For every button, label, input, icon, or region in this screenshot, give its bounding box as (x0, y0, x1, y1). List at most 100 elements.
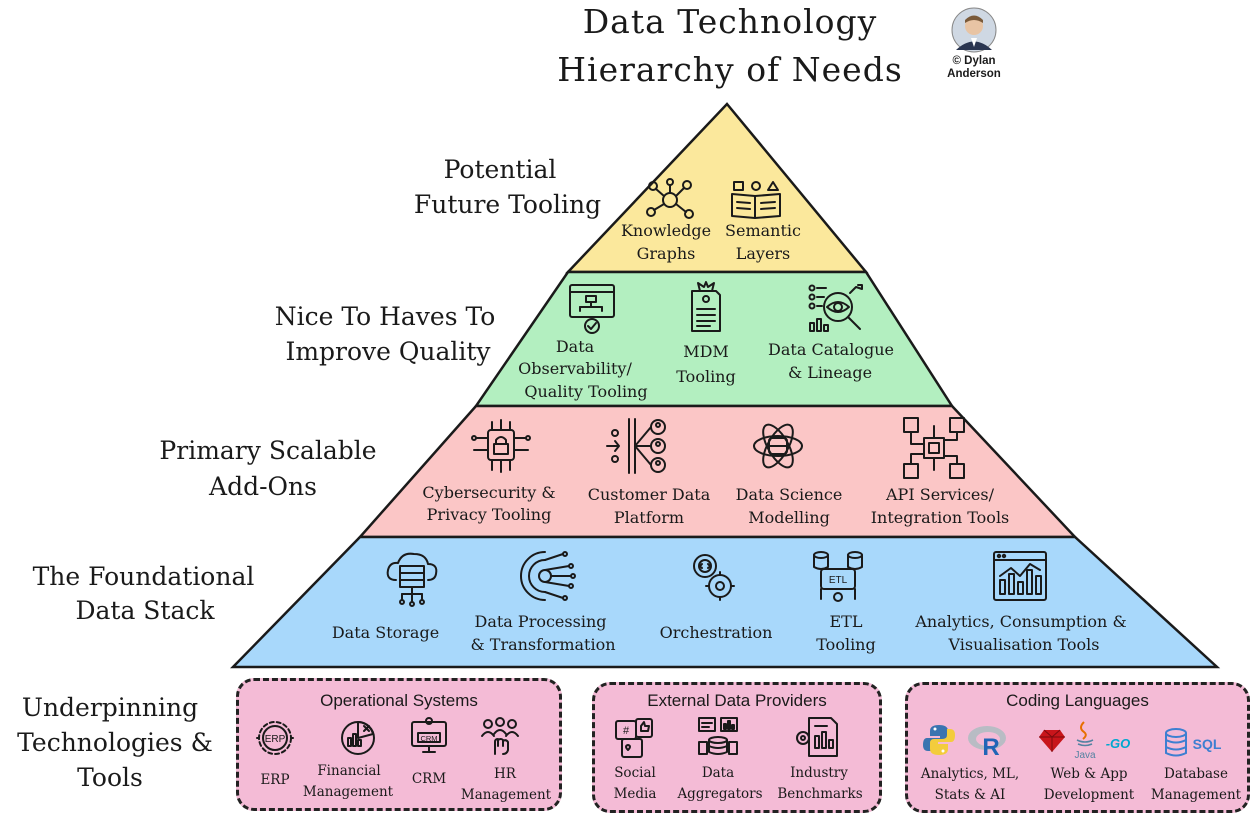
label-data-storage: Data Storage (331, 623, 440, 642)
label-data-science-1: Data Science (735, 485, 843, 504)
gears-code-icon (693, 554, 735, 601)
side-label-foundation-2: Data Stack (75, 596, 215, 625)
group-title-external: External Data Providers (647, 691, 827, 710)
label-mdm-2: Tooling (676, 367, 736, 386)
r-logo-icon: R (968, 726, 1006, 761)
label-observability-3: Quality Tooling (524, 382, 648, 401)
side-label-underpinning-1: Underpinning (21, 693, 199, 722)
chip-lock-icon (471, 419, 531, 473)
aggregator-icon (698, 717, 738, 755)
label-web-app-2: Development (1043, 787, 1135, 803)
label-social-2: Media (613, 786, 657, 802)
label-data-science-2: Modelling (748, 508, 830, 527)
side-label-underpinning-3: Tools (77, 763, 143, 792)
label-observability-1: Data (555, 337, 595, 356)
side-label-underpinning-2: Technologies & (17, 728, 213, 757)
label-aggregators-2: Aggregators (677, 786, 763, 802)
page-title-line1: Data Technology (582, 2, 878, 41)
label-api-2: Integration Tools (870, 508, 1010, 527)
label-etl-2: Tooling (816, 635, 876, 654)
label-semantic-layers-1: Semantic (725, 221, 801, 240)
finance-chart-icon (341, 721, 375, 755)
r-logo-letter: R (982, 734, 999, 761)
network-graph-icon (646, 178, 694, 219)
side-label-scalable-1: Primary Scalable (159, 436, 377, 465)
svg-text:ETL: ETL (829, 575, 848, 586)
author-line1: © Dylan (952, 55, 996, 67)
integration-nodes-icon (903, 417, 965, 479)
go-logo-text: -GO (1106, 736, 1131, 751)
label-cybersecurity-2: Privacy Tooling (426, 505, 552, 524)
label-analytics-ml-2: Stats & AI (934, 787, 1006, 803)
ruby-logo-icon (1039, 729, 1065, 752)
label-database-2: Management (1150, 787, 1242, 803)
band-foundation (230, 535, 1221, 669)
label-benchmarks-1: Industry (790, 765, 848, 781)
avatar (951, 7, 997, 53)
go-logo-icon: -GO (1106, 736, 1131, 751)
label-social-1: Social (614, 765, 656, 781)
group-title-coding: Coding Languages (1006, 691, 1149, 710)
label-hr-2: Management (460, 787, 552, 803)
side-label-future-1: Potential (443, 155, 557, 184)
side-label-quality-2: Improve Quality (285, 337, 491, 366)
side-label-scalable-2: Add-Ons (209, 472, 317, 501)
sql-logo-text: SQL (1193, 736, 1222, 752)
label-analytics-ml-1: Analytics, ML, (920, 766, 1020, 782)
benchmark-report-icon (796, 717, 838, 757)
group-coding-languages (905, 682, 1250, 813)
gear-circuit-icon (520, 551, 576, 601)
label-etl-1: ETL (829, 612, 863, 631)
label-hr-1: HR (494, 766, 516, 782)
python-logo-icon (923, 725, 955, 755)
atom-database-icon (753, 423, 803, 469)
label-web-app-1: Web & App (1050, 766, 1128, 782)
label-financial-2: Management (302, 784, 394, 800)
label-processing-2: & Transformation (470, 635, 616, 654)
group-title-operational: Operational Systems (320, 691, 478, 710)
label-cdp-2: Platform (613, 508, 685, 527)
svg-text:ERP: ERP (265, 734, 286, 745)
monitor-check-icon (569, 284, 615, 334)
java-logo-text: Java (1074, 750, 1096, 761)
label-knowledge-graphs-1: Knowledge (620, 221, 712, 240)
label-cdp-1: Customer Data (587, 485, 711, 504)
svg-text:#: # (623, 725, 630, 737)
label-crm: CRM (411, 771, 447, 787)
label-api-1: API Services/ (886, 485, 994, 504)
label-database-1: Database (1164, 766, 1228, 782)
label-orchestration: Orchestration (659, 623, 773, 642)
label-analytics-2: Visualisation Tools (948, 635, 1100, 654)
document-gear-icon (691, 281, 721, 332)
dashboard-chart-icon (993, 551, 1047, 601)
label-cybersecurity-1: Cybersecurity & (422, 483, 556, 502)
label-benchmarks-2: Benchmarks (777, 786, 863, 802)
side-label-foundation-1: The Foundational (32, 562, 255, 591)
side-label-future-2: Future Tooling (413, 190, 602, 219)
author-line2: Anderson (947, 68, 1001, 80)
java-logo-icon: Java (1074, 721, 1096, 761)
label-knowledge-graphs-2: Graphs (636, 244, 696, 263)
label-financial-1: Financial (317, 763, 381, 779)
sql-logo-icon: SQL (1165, 728, 1222, 757)
etl-database-icon: ETL (813, 551, 863, 602)
label-catalogue-2: & Lineage (787, 363, 873, 382)
side-label-quality-1: Nice To Haves To (274, 302, 496, 331)
cloud-server-icon (386, 552, 438, 607)
label-observability-2: Observability/ (518, 359, 632, 378)
book-shapes-icon (731, 181, 781, 219)
label-processing-1: Data Processing (474, 612, 607, 631)
label-aggregators-1: Data (701, 765, 735, 781)
label-catalogue-1: Data Catalogue (768, 340, 894, 359)
erp-gear-icon: ERP (256, 721, 294, 755)
label-analytics-1: Analytics, Consumption & (915, 612, 1127, 631)
label-mdm-1: MDM (683, 342, 729, 361)
label-semantic-layers-2: Layers (735, 244, 791, 263)
crm-monitor-icon: CRM (411, 717, 447, 753)
svg-text:CRM: CRM (420, 734, 437, 743)
page-title-line2: Hierarchy of Needs (557, 50, 903, 89)
magnifier-eye-icon (808, 284, 863, 332)
label-erp: ERP (260, 772, 290, 788)
users-funnel-icon (606, 418, 666, 474)
